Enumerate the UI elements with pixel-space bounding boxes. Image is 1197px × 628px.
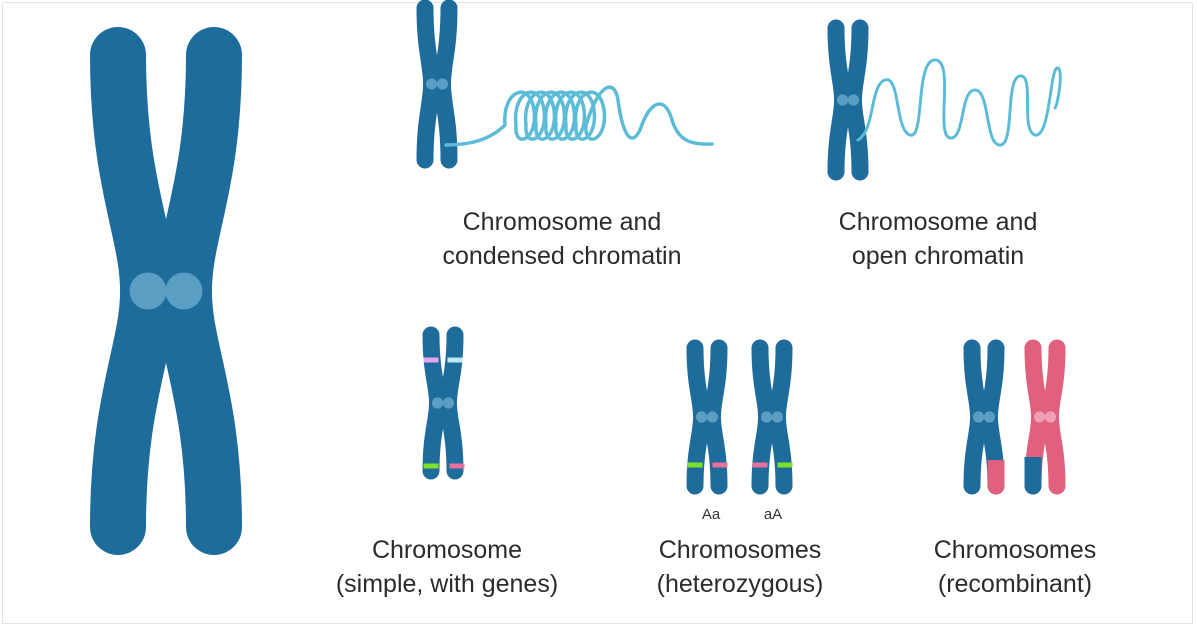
chromosome-recombinant-pink — [1024, 339, 1066, 495]
centromere — [1044, 411, 1057, 423]
centromere — [442, 397, 455, 409]
label-line: (simple, with genes) — [335, 570, 559, 598]
recombinant-segment-end — [987, 477, 1005, 495]
label-line: Chromosome — [371, 536, 523, 564]
centromere — [771, 411, 784, 423]
condensed-chromatin-coil — [444, 85, 714, 147]
centromere — [1033, 411, 1046, 423]
chromosome-open — [827, 19, 869, 181]
allele-label-Aa: Aa — [701, 506, 721, 523]
gene-band — [449, 463, 465, 469]
centromere — [760, 411, 773, 423]
gene-band — [423, 357, 439, 363]
gene-band — [423, 463, 439, 469]
centromere — [431, 397, 444, 409]
chromosome-heterozygous-1 — [686, 339, 728, 495]
label-recombinant: Chromosomes (recombinant) — [934, 533, 1097, 601]
gene-band — [777, 462, 793, 468]
label-simple-chromosome: Chromosome (simple, with genes) — [336, 533, 558, 601]
label-line: open chromatin — [851, 242, 1025, 270]
label-line: (heterozygous) — [656, 570, 824, 598]
label-line: Chromosomes — [933, 536, 1097, 564]
label-line: Chromosome and — [462, 208, 662, 236]
centromere — [847, 94, 860, 106]
gene-band — [687, 462, 703, 468]
gene-band — [752, 462, 768, 468]
label-condensed-chromatin: Chromosome and condensed chromatin — [442, 205, 681, 273]
centromere — [972, 411, 985, 423]
recombinant-segment-end — [1024, 477, 1042, 495]
gene-band — [447, 357, 463, 363]
centromere — [695, 411, 708, 423]
label-line: Chromosome and — [838, 208, 1038, 236]
chromosome-recombinant-blue — [963, 339, 1005, 495]
centromere — [436, 78, 449, 90]
centromere — [129, 272, 167, 310]
label-line: condensed chromatin — [442, 242, 682, 270]
chromosome-heterozygous-2 — [751, 339, 793, 495]
label-heterozygous: Chromosomes (heterozygous) — [657, 533, 824, 601]
centromere — [983, 411, 996, 423]
chromosome-simple-with-genes — [422, 326, 465, 480]
centromere — [706, 411, 719, 423]
label-line: (recombinant) — [937, 570, 1093, 598]
centromere — [425, 78, 438, 90]
gene-band — [712, 462, 728, 468]
open-chromatin-strand — [856, 58, 1062, 147]
label-open-chromatin: Chromosome and open chromatin — [839, 205, 1038, 273]
centromere — [836, 94, 849, 106]
label-line: Chromosomes — [658, 536, 822, 564]
large-chromosome — [90, 27, 242, 555]
allele-label-aA: aA — [763, 506, 783, 523]
centromere — [165, 272, 203, 310]
chromosome-condensed — [416, 0, 458, 169]
